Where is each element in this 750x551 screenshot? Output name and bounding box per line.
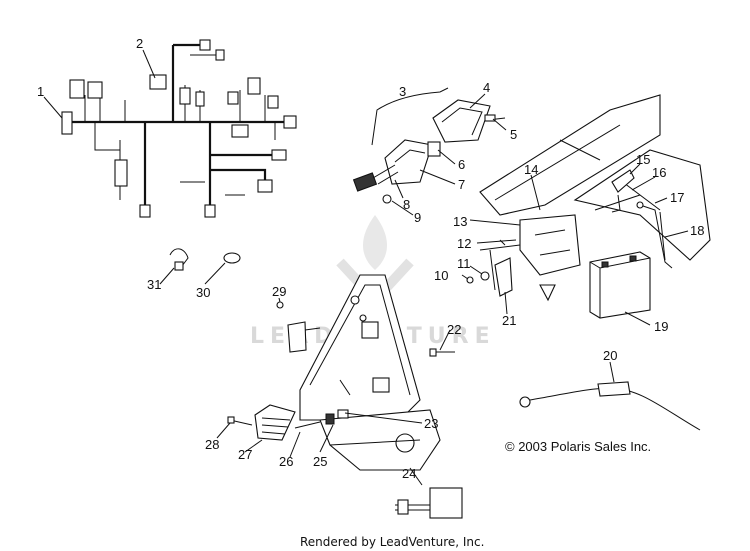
- callout-16: 16: [652, 165, 666, 180]
- tail-light-assembly: [352, 99, 506, 204]
- callout-23: 23: [424, 416, 438, 431]
- relay-24: [395, 487, 463, 519]
- battery: [589, 251, 651, 319]
- bracket-hardware: [466, 239, 521, 297]
- battery-cables: [611, 169, 673, 269]
- callout-28: 28: [205, 437, 219, 452]
- callout-5: 5: [510, 127, 517, 142]
- callout-13: 13: [453, 214, 467, 229]
- callout-4: 4: [483, 80, 490, 95]
- callout-21: 21: [502, 313, 516, 328]
- callout-29: 29: [272, 284, 286, 299]
- callout-1: 1: [37, 84, 44, 99]
- leader-lines: [43, 49, 689, 486]
- small-clips: [169, 248, 241, 271]
- callout-20: 20: [603, 348, 617, 363]
- regulator: [227, 404, 296, 441]
- callout-27: 27: [238, 447, 252, 462]
- callout-6: 6: [458, 157, 465, 172]
- callout-25: 25: [313, 454, 327, 469]
- copyright-notice: © 2003 Polaris Sales Inc.: [505, 439, 651, 454]
- callout-15: 15: [636, 152, 650, 167]
- callout-17: 17: [670, 190, 684, 205]
- footer-credit: Rendered by LeadVenture, Inc.: [300, 535, 484, 549]
- callout-22: 22: [447, 322, 461, 337]
- wiring-harness: [61, 39, 297, 218]
- callout-9: 9: [414, 210, 421, 225]
- callout-2: 2: [136, 36, 143, 51]
- callout-30: 30: [196, 285, 210, 300]
- callout-11: 11: [457, 256, 471, 271]
- callout-19: 19: [654, 319, 668, 334]
- negative-cable: [519, 381, 701, 431]
- bolt-22: [429, 348, 455, 357]
- callout-31: 31: [147, 277, 161, 292]
- callout-7: 7: [458, 177, 465, 192]
- relay-clip: [276, 301, 321, 353]
- callout-3: 3: [399, 84, 406, 99]
- callout-12: 12: [457, 236, 471, 251]
- mounting-plate: [299, 274, 441, 471]
- callout-14: 14: [524, 162, 538, 177]
- callout-18: 18: [690, 223, 704, 238]
- callout-10: 10: [434, 268, 448, 283]
- fasteners-25-26: [294, 409, 349, 429]
- callout-8: 8: [403, 197, 410, 212]
- callout-26: 26: [279, 454, 293, 469]
- callout-labels: 1 2 3 4 5 6 7 8 9 10 11 12 13 14 15 16 1…: [37, 36, 704, 481]
- callout-24: 24: [402, 466, 416, 481]
